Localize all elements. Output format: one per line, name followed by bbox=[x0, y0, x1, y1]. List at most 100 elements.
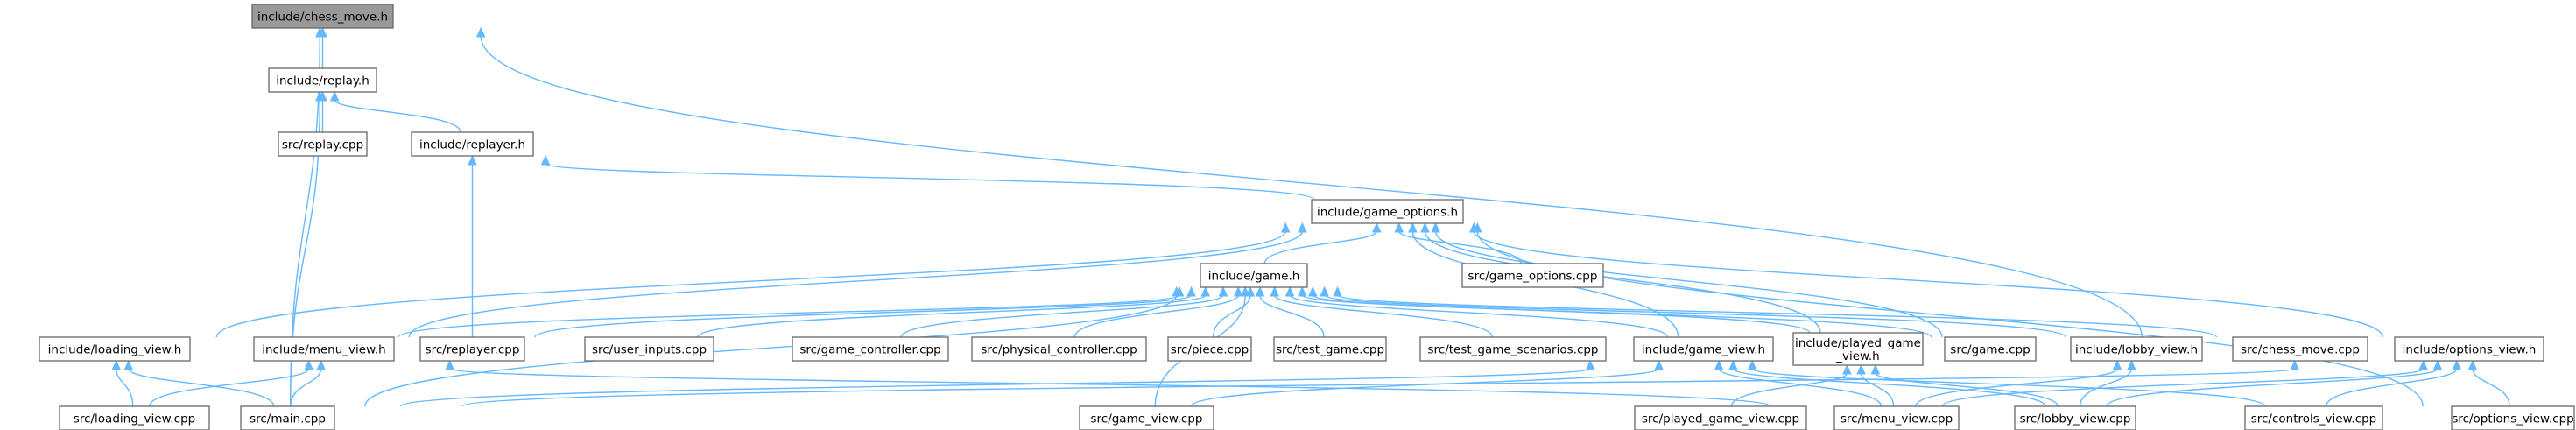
edge-game_view_cpp-to-game_view_h bbox=[1190, 368, 1660, 407]
node-box bbox=[268, 67, 377, 93]
node-game-controller-cpp[interactable]: src/game_controller.cpp bbox=[792, 336, 949, 362]
node-physical-controller-cpp[interactable]: src/physical_controller.cpp bbox=[971, 336, 1147, 362]
node-loading-view-cpp[interactable]: src/loading_view.cpp bbox=[59, 405, 210, 430]
node-main-cpp[interactable]: src/main.cpp bbox=[240, 405, 335, 430]
node-menu-view-h[interactable]: include/menu_view.h bbox=[253, 336, 395, 362]
edge-physical_controller_cpp-to-game_h bbox=[1073, 294, 1239, 338]
node-label: src/game.cpp bbox=[1950, 343, 2030, 357]
node-game-h[interactable]: include/game.h bbox=[1200, 263, 1308, 288]
arrowhead-replayer_cpp-to-replayer_h bbox=[468, 154, 477, 166]
node-label: include/game_options.h bbox=[1317, 206, 1458, 220]
arrowhead-game_cpp-to-game_h bbox=[1308, 285, 1318, 297]
node-game-cpp[interactable]: src/game.cpp bbox=[1944, 336, 2037, 362]
arrowhead-physical_controller_cpp-to-game_h bbox=[1233, 285, 1243, 297]
arrowhead-game_cpp-to-game_options_h bbox=[1431, 222, 1440, 233]
node-played-game-view-h[interactable]: include/played_game_view.h bbox=[1792, 332, 1924, 366]
node-game-view-cpp[interactable]: src/game_view.cpp bbox=[1079, 405, 1214, 430]
arrowhead-game_options_cpp-to-game_options_h bbox=[1394, 222, 1404, 233]
arrowhead-game_view_h-to-game_h bbox=[1284, 285, 1295, 297]
arrowhead-game_view_cpp-to-game_view_h bbox=[1654, 359, 1664, 370]
node-chess-move-h[interactable]: include/chess_move.h bbox=[251, 4, 394, 29]
node-options-view-cpp[interactable]: src/options_view.cpp bbox=[2451, 405, 2575, 430]
node-test-game-scenarios-cpp[interactable]: src/test_game_scenarios.cpp bbox=[1419, 336, 1607, 362]
node-label: src/replayer.cpp bbox=[426, 343, 520, 357]
node-label: src/options_view.cpp bbox=[2452, 412, 2573, 426]
arrowhead-main_cpp-to-game_view_h bbox=[1585, 359, 1595, 370]
node-box bbox=[251, 4, 394, 29]
node-box bbox=[2232, 336, 2368, 362]
node-test-game-cpp[interactable]: src/test_game.cpp bbox=[1273, 336, 1387, 362]
node-box bbox=[1419, 336, 1607, 362]
edge-test_game_scenarios_cpp-to-game_h bbox=[1273, 294, 1494, 338]
edge-game_view_h-to-game_h bbox=[1289, 294, 1669, 338]
node-label: src/game_options.cpp bbox=[1468, 270, 1598, 284]
arrowhead-main_cpp-to-game_h bbox=[1172, 285, 1181, 297]
arrowhead-main_cpp-to-options_view_h bbox=[2290, 359, 2299, 370]
node-options-view-h[interactable]: include/options_view.h bbox=[2394, 336, 2544, 362]
edge-menu_view_cpp-to-lobby_view_h bbox=[1915, 368, 2118, 407]
node-box bbox=[1311, 199, 1464, 224]
edge-lobby_view_cpp-to-game_view_h bbox=[1732, 368, 2046, 407]
node-label: src/played_game_view.cpp bbox=[1642, 412, 1799, 426]
arrowhead-game_view_cpp-to-game_h bbox=[1240, 285, 1250, 297]
node-label: src/game_view.cpp bbox=[1090, 412, 1202, 426]
node-box bbox=[411, 131, 534, 157]
arrowhead-user_inputs_cpp-to-game_h bbox=[1200, 285, 1211, 297]
node-loading-view-h[interactable]: include/loading_view.h bbox=[39, 336, 191, 362]
node-controls-view-cpp[interactable]: src/controls_view.cpp bbox=[2244, 405, 2383, 430]
edge-main_cpp-to-loading_view_h bbox=[128, 368, 275, 407]
edge-controls_view_cpp-to-game_view_h bbox=[1751, 368, 2266, 407]
arrowhead-played_game_view_cpp-to-played_game_view_h bbox=[1842, 363, 1852, 375]
node-box bbox=[971, 336, 1147, 362]
edge-played_game_view_cpp-to-played_game_view_h bbox=[1730, 372, 1848, 407]
node-played-game-view-cpp[interactable]: src/played_game_view.cpp bbox=[1634, 405, 1807, 430]
node-box bbox=[419, 336, 525, 362]
node-game-view-h[interactable]: include/game_view.h bbox=[1633, 336, 1774, 362]
arrowhead-played_game_view_h-to-game_options_h bbox=[1420, 222, 1430, 233]
arrowhead-lobby_view_cpp-to-played_game_view_h bbox=[1870, 363, 1881, 375]
node-lobby-view-cpp[interactable]: src/lobby_view.cpp bbox=[2014, 405, 2136, 430]
edge-chess_move_cpp-to-game_h bbox=[1336, 294, 2218, 338]
arrowhead-test_game_scenarios_cpp-to-game_h bbox=[1270, 285, 1279, 297]
node-replay-cpp[interactable]: src/replay.cpp bbox=[278, 131, 368, 157]
node-replayer-cpp[interactable]: src/replayer.cpp bbox=[419, 336, 525, 362]
edge-options_view_h-to-game_options_h bbox=[1473, 230, 2383, 338]
node-box bbox=[278, 131, 368, 157]
arrowhead-replayer_cpp-to-game_h bbox=[1186, 285, 1196, 297]
arrowhead-game_h-to-game_options_h bbox=[1372, 222, 1382, 233]
arrowhead-loading_view_cpp-to-menu_view_h bbox=[304, 359, 313, 370]
arrowhead-played_game_view_h-to-game_h bbox=[1297, 285, 1307, 297]
node-user-inputs-cpp[interactable]: src/user_inputs.cpp bbox=[584, 336, 714, 362]
edge-loading_view_h-to-game_options_h bbox=[215, 230, 1286, 338]
edge-game_options_cpp-to-game_options_h bbox=[1398, 230, 1522, 264]
node-box bbox=[584, 336, 714, 362]
node-game-options-h[interactable]: include/game_options.h bbox=[1311, 199, 1464, 224]
node-label: _view.h bbox=[1835, 349, 1879, 363]
node-game-options-cpp[interactable]: src/game_options.cpp bbox=[1461, 263, 1604, 288]
edge-menu_view_cpp-to-game_view_h bbox=[1718, 368, 1883, 407]
node-label: include/played_game bbox=[1795, 336, 1921, 350]
edge-menu_view_cpp-to-menu_view_h bbox=[448, 368, 1772, 407]
arrowhead-menu_view_cpp-to-game_view_h bbox=[1714, 359, 1724, 370]
edge-menu_view_cpp-to-options_view_h bbox=[1941, 368, 2425, 407]
node-label: src/controls_view.cpp bbox=[2251, 412, 2377, 426]
node-menu-view-cpp[interactable]: src/menu_view.cpp bbox=[1833, 405, 1960, 430]
arrowhead-chess_move_cpp-to-game_h bbox=[1333, 285, 1342, 297]
node-label: include/chess_move.h bbox=[257, 11, 388, 25]
edge-game_cpp-to-game_h bbox=[1312, 294, 1932, 338]
node-replay-h[interactable]: include/replay.h bbox=[268, 67, 377, 93]
node-label: src/physical_controller.cpp bbox=[981, 343, 1137, 357]
edge-game_options_h-to-replayer_h bbox=[545, 163, 1315, 201]
arrowhead-replayer_h-to-replay_h bbox=[329, 90, 340, 102]
node-lobby-view-h[interactable]: include/lobby_view.h bbox=[2070, 336, 2203, 362]
node-chess-move-cpp[interactable]: src/chess_move.cpp bbox=[2232, 336, 2368, 362]
node-replayer-h[interactable]: include/replayer.h bbox=[411, 131, 534, 157]
edge-main_cpp-to-menu_view_h bbox=[290, 368, 322, 407]
node-box bbox=[1634, 405, 1807, 430]
edge-options_view_cpp-to-options_view_h bbox=[2472, 368, 2510, 407]
node-piece-cpp[interactable]: src/piece.cpp bbox=[1167, 336, 1252, 362]
node-box bbox=[59, 405, 210, 430]
edge-test_game_cpp-to-game_h bbox=[1259, 294, 1325, 338]
arrowhead-lobby_view_cpp-to-options_view_h bbox=[2432, 359, 2443, 370]
